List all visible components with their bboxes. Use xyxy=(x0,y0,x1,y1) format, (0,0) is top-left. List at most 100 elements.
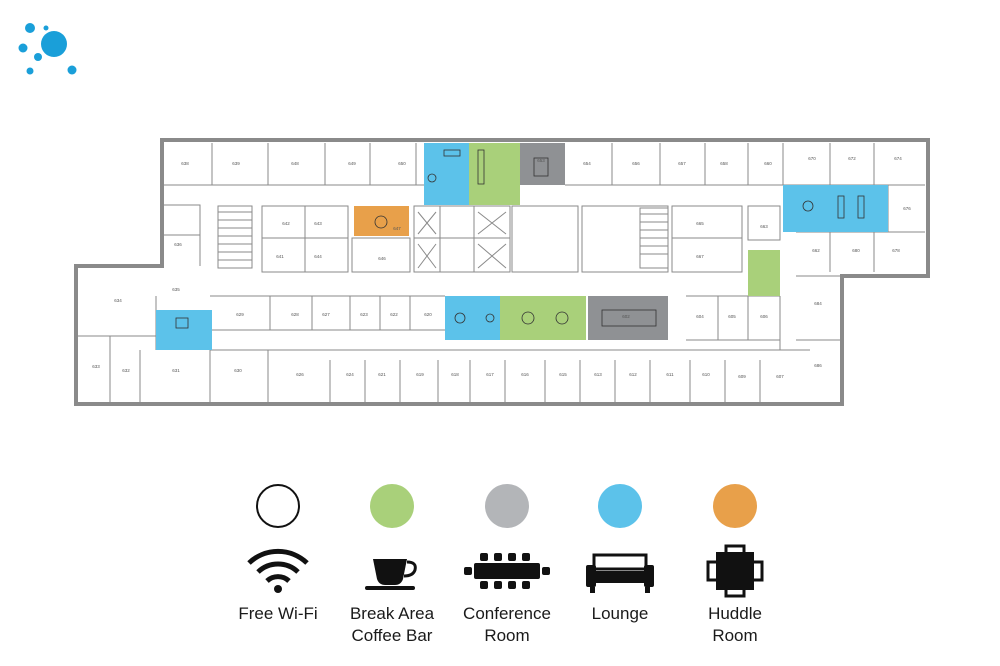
legend-label-line: Free Wi-Fi xyxy=(238,604,318,623)
break-area-central xyxy=(500,296,586,340)
room-number: 656 xyxy=(632,161,640,166)
lounge-color-swatch xyxy=(598,484,642,528)
room-number: 686 xyxy=(814,363,822,368)
room-number: 643 xyxy=(314,221,322,226)
break-color-swatch xyxy=(370,484,414,528)
room-number: 615 xyxy=(559,372,567,377)
legend-label-line: Room xyxy=(712,626,758,645)
room-number: 618 xyxy=(451,372,459,377)
huddle-color-swatch xyxy=(713,484,757,528)
room-number: 660 xyxy=(764,161,772,166)
room-number: 680 xyxy=(852,248,860,253)
room-number: 619 xyxy=(416,372,424,377)
room-number: 609 xyxy=(738,374,746,379)
room-number: 607 xyxy=(776,374,784,379)
room-number: 670 xyxy=(808,156,816,161)
room-number: 672 xyxy=(848,156,856,161)
room-number: 631 xyxy=(172,368,180,373)
room-number: 648 xyxy=(291,161,299,166)
amenity-highlights xyxy=(156,143,888,350)
room-number: 684 xyxy=(814,301,822,306)
room-number-labels: 638 639 648 649 650 653 654 656 657 658 660 670 672 6… xyxy=(92,156,911,379)
room-number: 605 xyxy=(728,314,736,319)
room-number: 663 xyxy=(760,224,768,229)
room-number: 632 xyxy=(122,368,130,373)
room-number: 654 xyxy=(583,161,591,166)
room-number: 647 xyxy=(393,226,401,231)
room-number: 610 xyxy=(702,372,710,377)
room-number: 642 xyxy=(282,221,290,226)
room-number: 628 xyxy=(291,312,299,317)
coffee-cup-icon xyxy=(342,542,442,598)
room-number: 629 xyxy=(236,312,244,317)
conference-room-602 xyxy=(588,296,668,340)
wifi-icon xyxy=(228,542,328,598)
room-number: 630 xyxy=(234,368,242,373)
room-number: 612 xyxy=(629,372,637,377)
room-number: 646 xyxy=(378,256,386,261)
conference-room-653 xyxy=(520,143,565,185)
room-number: 623 xyxy=(360,312,368,317)
room-number: 611 xyxy=(666,372,674,377)
room-number: 676 xyxy=(903,206,911,211)
floor-plan xyxy=(74,138,930,406)
conference-table-icon xyxy=(457,542,557,598)
legend-label-line: Conference xyxy=(463,604,551,623)
west-office-rows xyxy=(78,204,810,402)
room-number: 602 xyxy=(622,314,630,319)
room-number: 639 xyxy=(232,161,240,166)
room-number: 634 xyxy=(114,298,122,303)
break-area-east xyxy=(748,250,780,296)
room-number: 626 xyxy=(296,372,304,377)
legend-label-line: Room xyxy=(484,626,530,645)
room-number: 650 xyxy=(398,161,406,166)
huddle-table-icon xyxy=(685,542,785,598)
lounge-legend-label: Lounge xyxy=(550,603,690,625)
room-number: 665 xyxy=(696,221,704,226)
building-core xyxy=(217,205,781,273)
sofa-icon xyxy=(570,542,670,598)
lounge-central xyxy=(445,296,500,340)
room-number: 624 xyxy=(346,372,354,377)
legend-label-line: Huddle xyxy=(708,604,762,623)
room-number: 620 xyxy=(424,312,432,317)
legend-label-line: Lounge xyxy=(591,604,649,623)
room-number: 633 xyxy=(92,364,100,369)
lounge-east xyxy=(783,185,888,232)
room-number: 649 xyxy=(348,161,356,166)
company-logo xyxy=(18,23,77,75)
room-number: 638 xyxy=(181,161,189,166)
wifi-legend-label: Free Wi-Fi xyxy=(208,603,348,625)
room-number: 604 xyxy=(696,314,704,319)
furniture xyxy=(175,149,865,329)
room-number: 662 xyxy=(812,248,820,253)
room-number: 627 xyxy=(322,312,330,317)
room-number: 658 xyxy=(720,161,728,166)
legend-label-line: Coffee Bar xyxy=(351,626,433,645)
room-number: 617 xyxy=(486,372,494,377)
legend-label-line: Break Area xyxy=(349,604,435,623)
room-number: 616 xyxy=(521,372,529,377)
room-number: 635 xyxy=(172,287,180,292)
room-number: 674 xyxy=(894,156,902,161)
room-number: 657 xyxy=(678,161,686,166)
break-area-north xyxy=(469,143,520,205)
room-number: 621 xyxy=(378,372,386,377)
lounge-west xyxy=(156,310,212,350)
room-number: 644 xyxy=(314,254,322,259)
huddle-room-647 xyxy=(354,206,409,236)
room-number: 653 xyxy=(537,158,545,163)
room-number: 606 xyxy=(760,314,768,319)
room-number: 636 xyxy=(174,242,182,247)
wifi-color-swatch xyxy=(256,484,300,528)
room-number: 613 xyxy=(594,372,602,377)
room-number: 641 xyxy=(276,254,284,259)
room-number: 678 xyxy=(892,248,900,253)
conference-color-swatch xyxy=(485,484,529,528)
room-number: 667 xyxy=(696,254,704,259)
room-number: 622 xyxy=(390,312,398,317)
